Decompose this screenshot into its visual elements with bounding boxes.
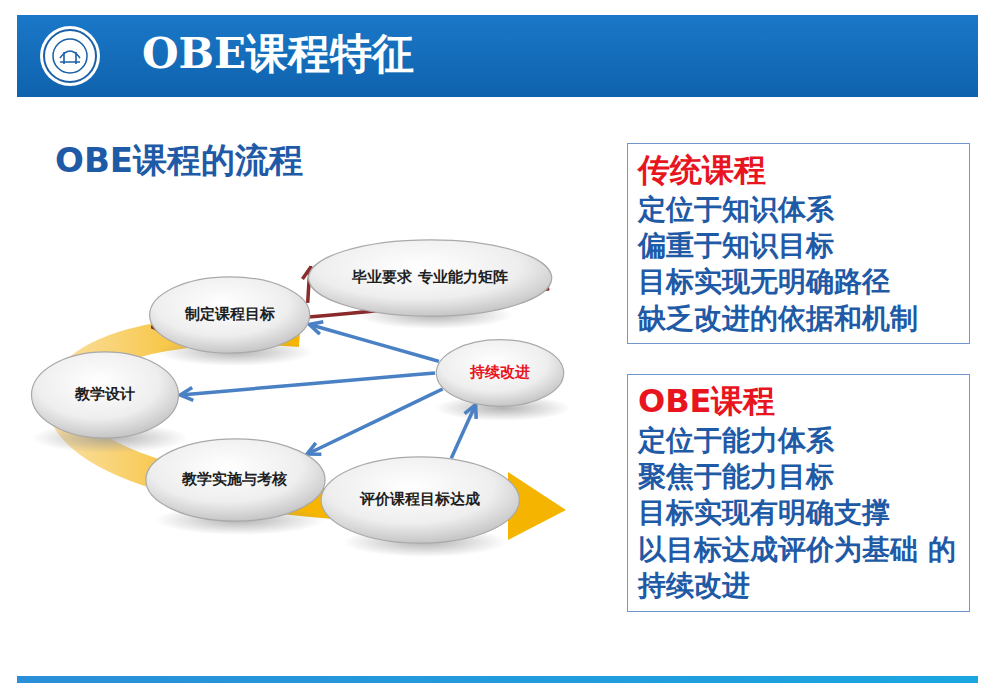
- node-label: 制定课程目标: [171, 305, 289, 325]
- panel-heading: 传统课程: [638, 150, 959, 192]
- panel-heading: OBE课程: [638, 381, 959, 423]
- node-label: 教学设计: [61, 385, 149, 405]
- header-bar: [17, 15, 978, 97]
- node-label: 评价课程目标达成: [346, 490, 494, 510]
- panel-item: 目标实现无明确路径: [638, 264, 959, 300]
- process-ellipse: 毕业要求 专业能力矩阵: [306, 239, 554, 317]
- panel-item: 偏重于知识目标: [638, 228, 959, 264]
- node-label: 毕业要求 专业能力矩阵: [338, 268, 521, 288]
- node-label: 教学实施与考核: [168, 470, 301, 490]
- node-label: 持续改进: [456, 363, 544, 383]
- flow-arrow: [309, 324, 439, 361]
- process-ellipse: 教学设计: [30, 351, 180, 439]
- process-ellipse: 持续改进: [435, 339, 565, 407]
- process-ellipse: 评价课程目标达成: [319, 456, 521, 544]
- flow-arrow: [307, 389, 443, 454]
- process-ellipse: 制定课程目标: [148, 276, 311, 354]
- panel-item: 定位于知识体系: [638, 192, 959, 228]
- panel-item: 以目标达成评价为基础 的持续改进: [638, 532, 959, 605]
- section-heading: OBE课程的流程: [55, 138, 303, 184]
- comparison-panel: 传统课程定位于知识体系偏重于知识目标目标实现无明确路径缺乏改进的依据和机制: [627, 143, 970, 344]
- flow-arrow: [451, 405, 475, 459]
- process-ellipse: 教学实施与考核: [144, 438, 327, 522]
- panel-item: 缺乏改进的依据和机制: [638, 301, 959, 337]
- footer-line: [17, 676, 978, 683]
- university-logo: [40, 26, 100, 86]
- panel-item: 目标实现有明确支撑: [638, 495, 959, 531]
- flow-arrow: [180, 373, 435, 395]
- comparison-panel: OBE课程定位于能力体系聚焦于能力目标目标实现有明确支撑以目标达成评价为基础 的…: [627, 374, 970, 612]
- panel-item: 定位于能力体系: [638, 423, 959, 459]
- node-shadows: [32, 301, 571, 557]
- panel-item: 聚焦于能力目标: [638, 459, 959, 495]
- slide-title: OBE课程特征: [142, 26, 414, 82]
